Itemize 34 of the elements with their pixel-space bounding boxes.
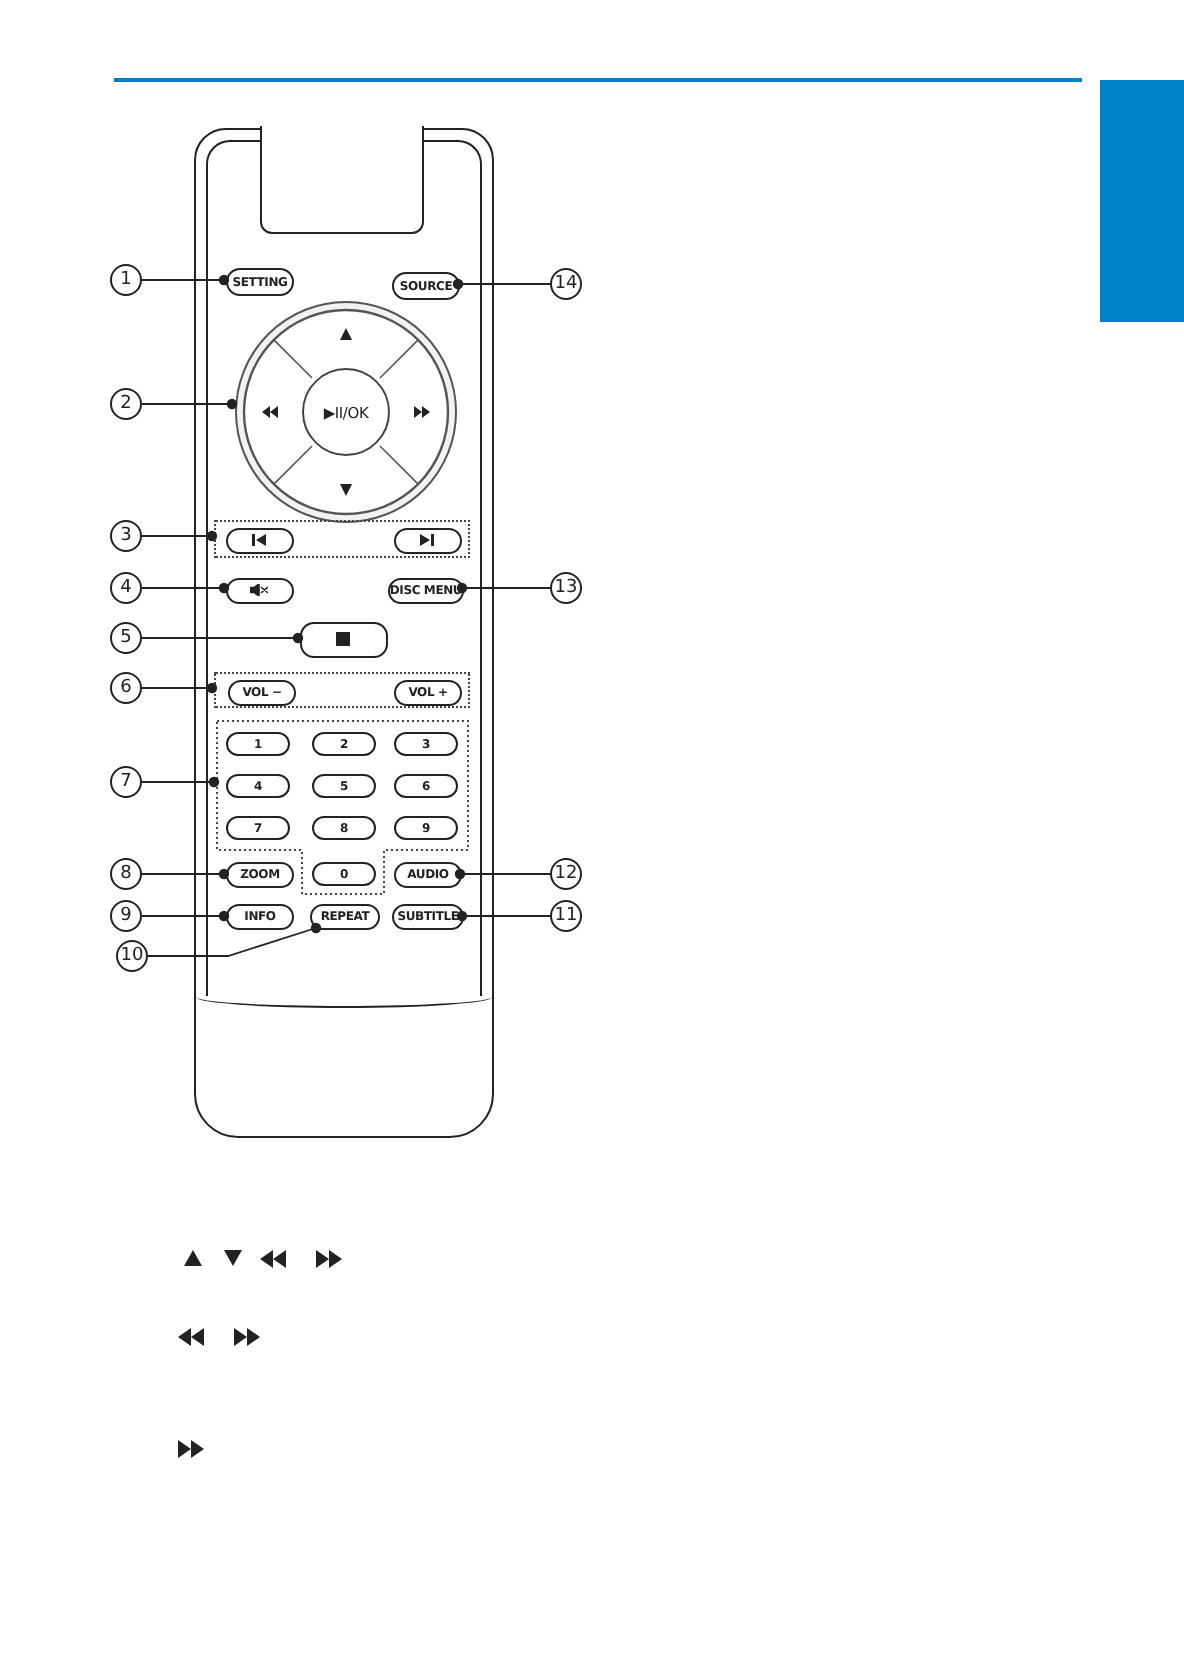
callout-number: 8 [110,858,142,890]
leader-line [141,582,230,594]
callout-number: 13 [550,572,582,604]
leader-line [454,868,551,880]
leader-line [141,868,230,880]
leader-line [141,776,220,788]
leader-line [141,682,218,694]
callout-number: 4 [110,572,142,604]
next-button [394,528,462,554]
leader-line [147,922,322,957]
leader-line [141,632,304,644]
callout-number: 3 [110,520,142,552]
mute-button [226,578,294,604]
callout-number: 2 [110,388,142,420]
leader-line [141,274,230,286]
callout-number: 1 [110,264,142,296]
callout-number: 14 [550,268,582,300]
leader-line [452,278,551,290]
button-group-outline [214,520,470,558]
callout-number: 9 [110,900,142,932]
leader-line [456,582,551,594]
callout-number: 12 [550,858,582,890]
stop-button [300,622,388,658]
leader-line [141,530,218,542]
callout-number: 7 [110,766,142,798]
previous-button [226,528,294,554]
leader-line [141,910,230,922]
callout-number: 10 [116,940,148,972]
button-group-outline [214,672,470,708]
leader-line [141,398,238,410]
callout-number: 6 [110,672,142,704]
callout-number: 11 [550,900,582,932]
leader-line [456,910,551,922]
callout-number: 5 [110,622,142,654]
